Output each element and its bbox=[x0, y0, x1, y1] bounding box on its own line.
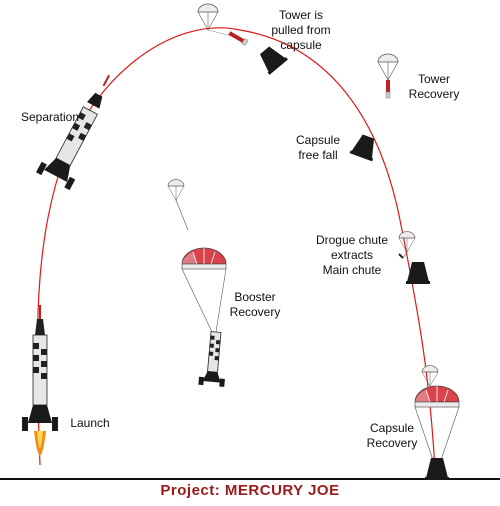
trajectory-line bbox=[36, 27, 436, 471]
caption-project-name: MERCURY JOE bbox=[224, 482, 340, 499]
rocket-on-launchpad-icon bbox=[22, 305, 58, 456]
separating-rocket-icon bbox=[36, 74, 111, 191]
parachute-icon bbox=[414, 385, 460, 461]
label-capsule-free-fall: Capsule free fall bbox=[295, 133, 341, 162]
caption-prefix: Project: bbox=[160, 482, 225, 499]
label-capsule-recovery: Capsule Recovery bbox=[366, 421, 418, 450]
escape-tower-icon bbox=[197, 3, 249, 46]
parachute-icon bbox=[398, 231, 416, 259]
separating-rocket-icon bbox=[197, 330, 230, 388]
label-separation: Separation bbox=[20, 110, 80, 124]
label-drogue-chute: Drogue chute extracts Main chute bbox=[315, 233, 389, 277]
capsule-icon bbox=[425, 458, 449, 480]
label-tower-recovery: Tower Recovery bbox=[408, 72, 460, 101]
parachute-icon bbox=[181, 247, 227, 333]
diagram-caption: Project: MERCURY JOE bbox=[0, 482, 500, 499]
label-launch: Launch bbox=[70, 416, 110, 430]
capsule-icon bbox=[406, 262, 430, 284]
parachute-icon bbox=[377, 53, 399, 99]
parachute-icon bbox=[421, 365, 439, 387]
parachute-icon bbox=[167, 179, 189, 231]
label-tower-pulled: Tower is pulled from capsule bbox=[271, 8, 331, 52]
label-booster-recovery: Booster Recovery bbox=[229, 290, 281, 319]
